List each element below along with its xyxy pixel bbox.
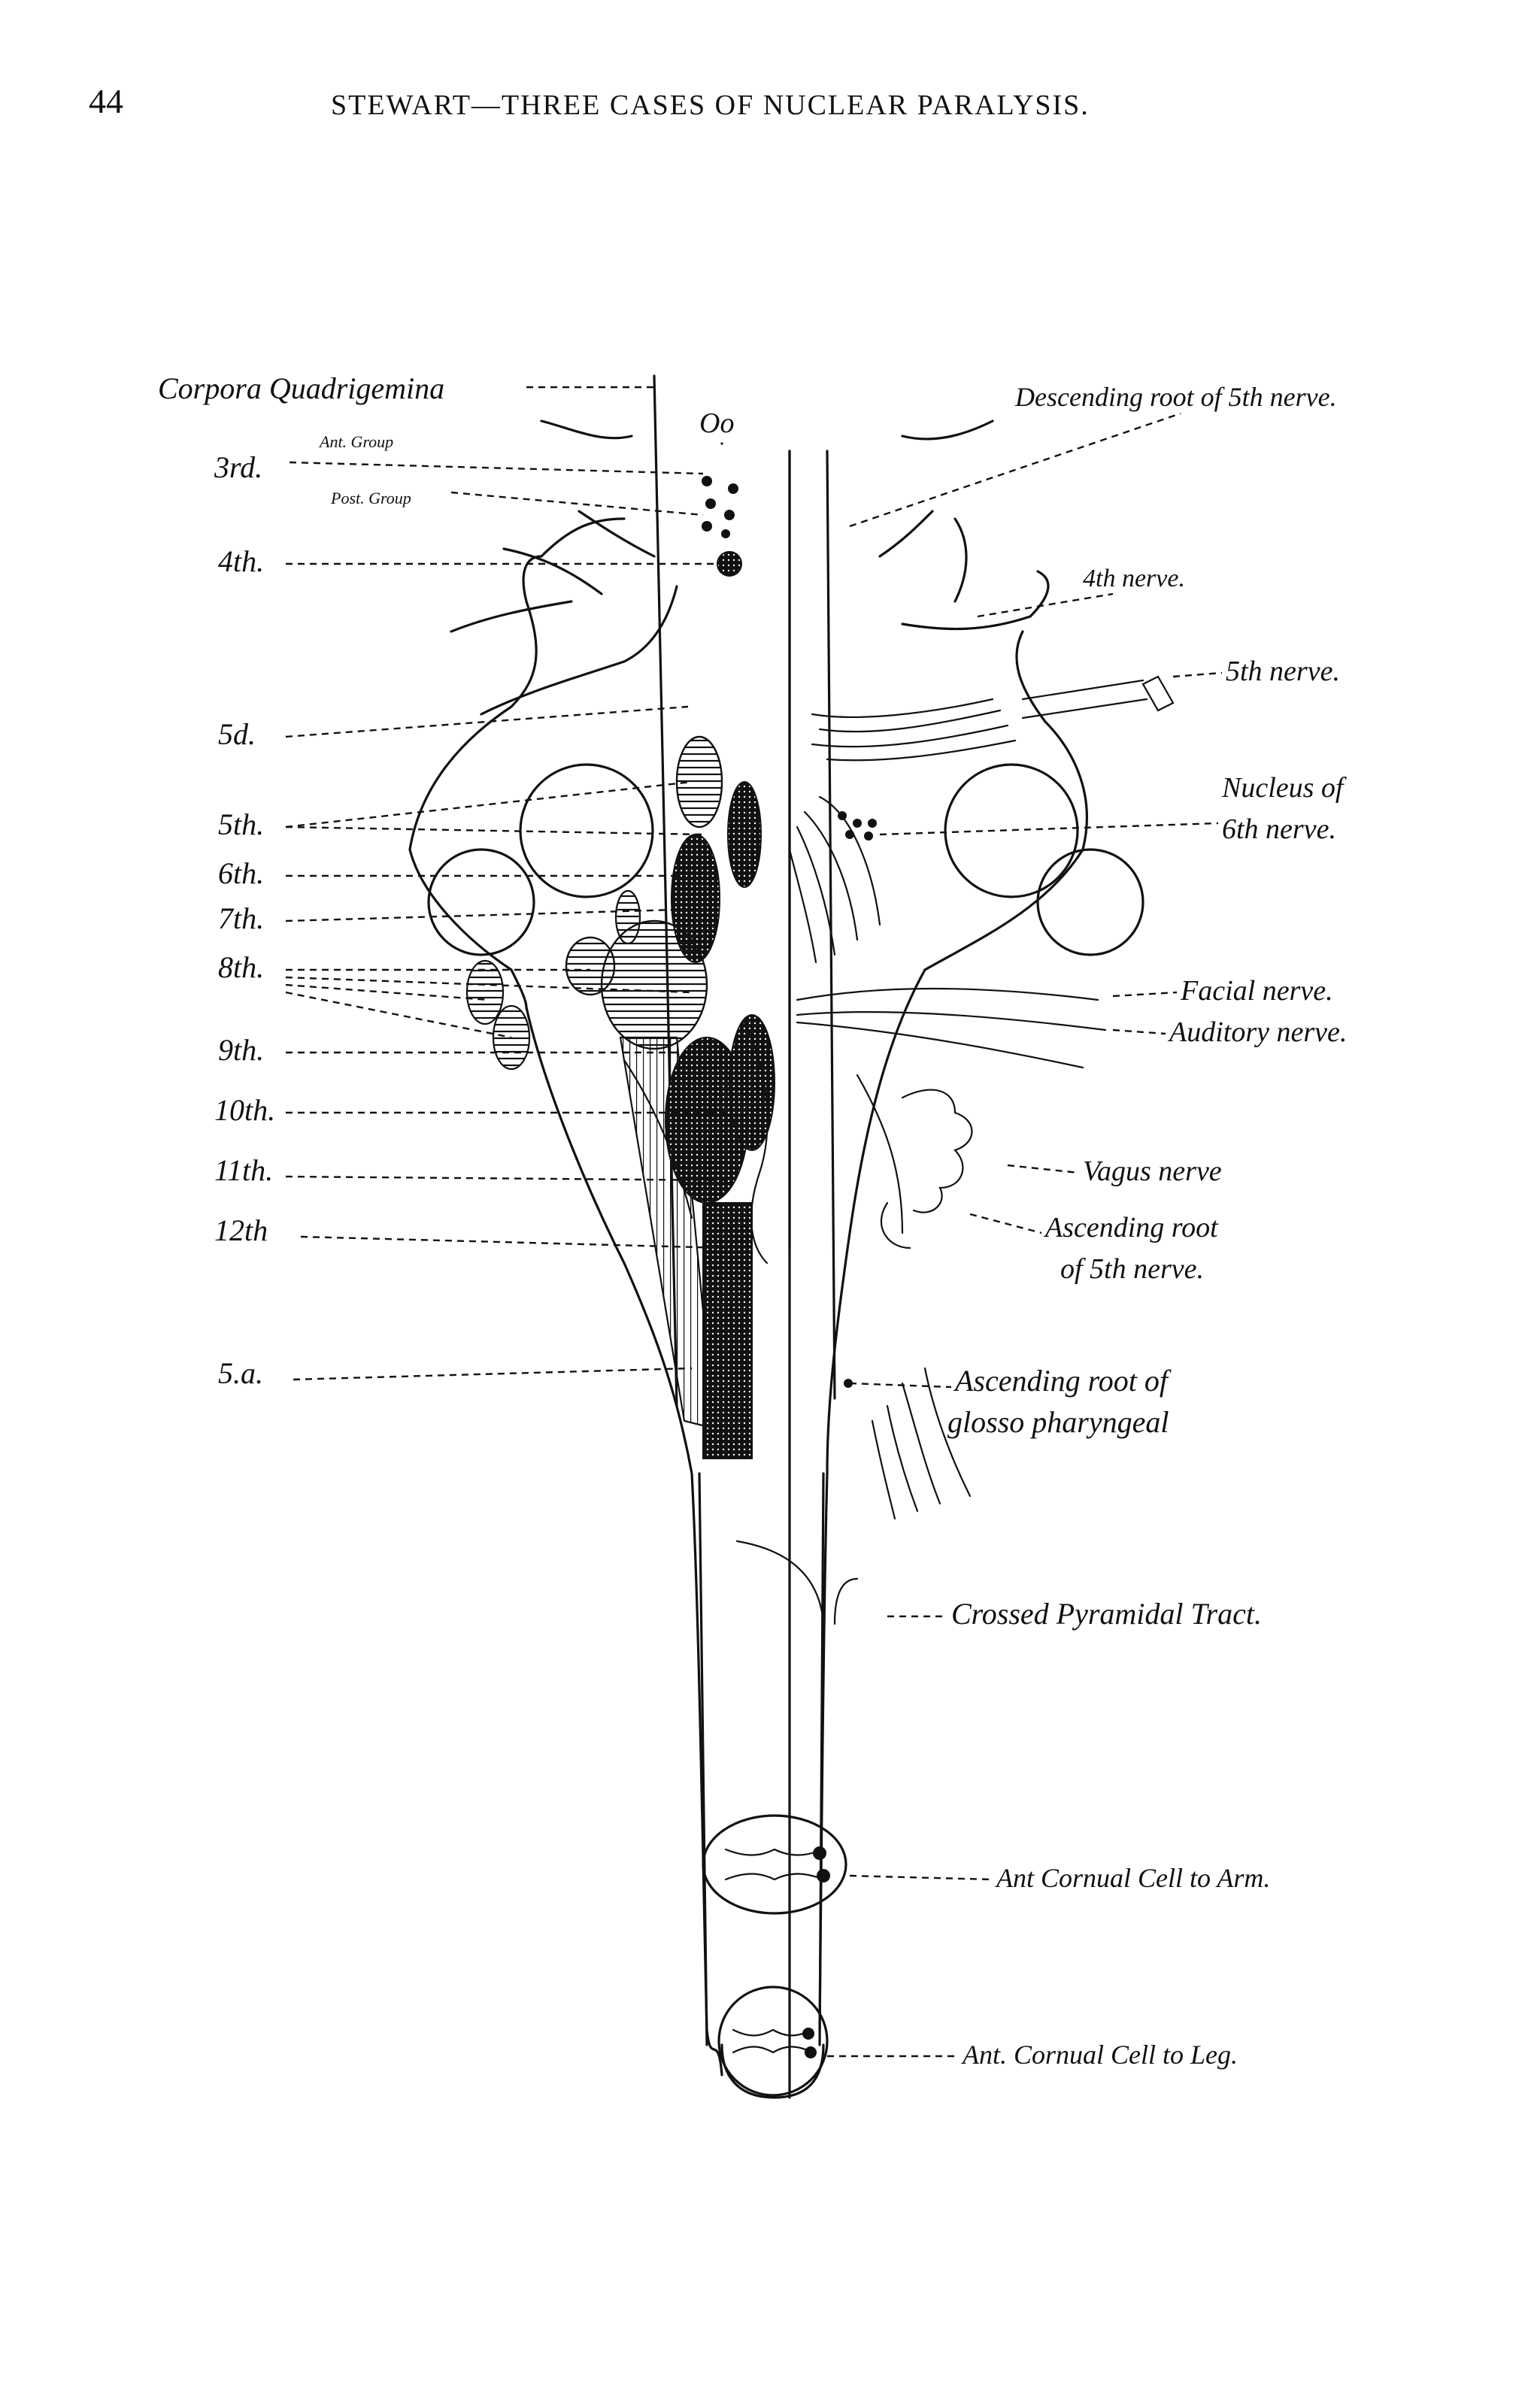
label-fifth-a: 5.a. bbox=[218, 1356, 263, 1390]
cord-section-leg bbox=[717, 1985, 829, 2097]
label-auditory-nerve: Auditory nerve. bbox=[1167, 1016, 1347, 1048]
label-cornual-arm: Ant Cornual Cell to Arm. bbox=[995, 1863, 1270, 1893]
label-twelfth: 12th bbox=[214, 1213, 268, 1247]
label-eleventh: 11th. bbox=[214, 1153, 273, 1187]
label-fifth-d: 5d. bbox=[218, 717, 256, 751]
right-nuclei bbox=[735, 675, 1175, 1625]
brainstem-outline bbox=[408, 374, 1088, 2099]
label-facial-nerve: Facial nerve. bbox=[1180, 975, 1333, 1007]
left-label-group: Corpora Quadrigemina 3rd. Ant. Group Pos… bbox=[158, 371, 741, 1390]
label-glosso-line1: Ascending root of bbox=[953, 1364, 1172, 1398]
label-post-group: Post. Group bbox=[330, 489, 411, 507]
label-seventh: 7th. bbox=[218, 901, 264, 935]
label-fifth-nerve: 5th nerve. bbox=[1226, 656, 1340, 687]
label-ascending-root-line1: Ascending root bbox=[1043, 1212, 1219, 1243]
label-cornual-leg: Ant. Cornual Cell to Leg. bbox=[961, 2040, 1238, 2070]
left-nuclei bbox=[465, 735, 775, 1459]
left-lobes bbox=[427, 547, 678, 956]
label-eighth: 8th. bbox=[218, 950, 264, 984]
page-number: 44 bbox=[89, 82, 123, 120]
label-corpora-quadrigemina: Corpora Quadrigemina bbox=[158, 371, 444, 405]
label-descending-root: Descending root of 5th nerve. bbox=[1014, 382, 1337, 412]
label-ascending-root-line2: of 5th nerve. bbox=[1060, 1253, 1204, 1285]
label-fourth-nerve: 4th nerve. bbox=[1083, 565, 1185, 592]
right-label-group: Descending root of 5th nerve. 4th nerve.… bbox=[827, 382, 1347, 2070]
label-ninth: 9th. bbox=[218, 1033, 264, 1067]
label-crossed-pyramidal: Crossed Pyramidal Tract. bbox=[951, 1597, 1262, 1631]
label-ant-group: Ant. Group bbox=[318, 432, 393, 451]
label-fifth: 5th. bbox=[218, 807, 264, 841]
label-nucleus-line1: Nucleus of bbox=[1221, 772, 1347, 804]
right-lobes bbox=[901, 517, 1144, 956]
label-vagus-nerve: Vagus nerve bbox=[1083, 1156, 1222, 1187]
label-center-mark: Oo bbox=[699, 407, 734, 439]
cord-section-arm bbox=[702, 1814, 847, 1915]
label-nucleus-line2: 6th nerve. bbox=[1222, 813, 1336, 845]
third-nerve-nuclei bbox=[702, 476, 742, 577]
label-glosso-line2: glosso pharyngeal bbox=[947, 1405, 1169, 1439]
label-third: 3rd. bbox=[214, 450, 262, 484]
label-sixth: 6th. bbox=[218, 856, 264, 890]
label-fourth: 4th. bbox=[218, 544, 264, 578]
running-title: STEWART—THREE CASES OF NUCLEAR PARALYSIS… bbox=[331, 89, 1090, 121]
label-tenth: 10th. bbox=[214, 1093, 275, 1127]
corpora-quadrigemina bbox=[540, 420, 994, 558]
